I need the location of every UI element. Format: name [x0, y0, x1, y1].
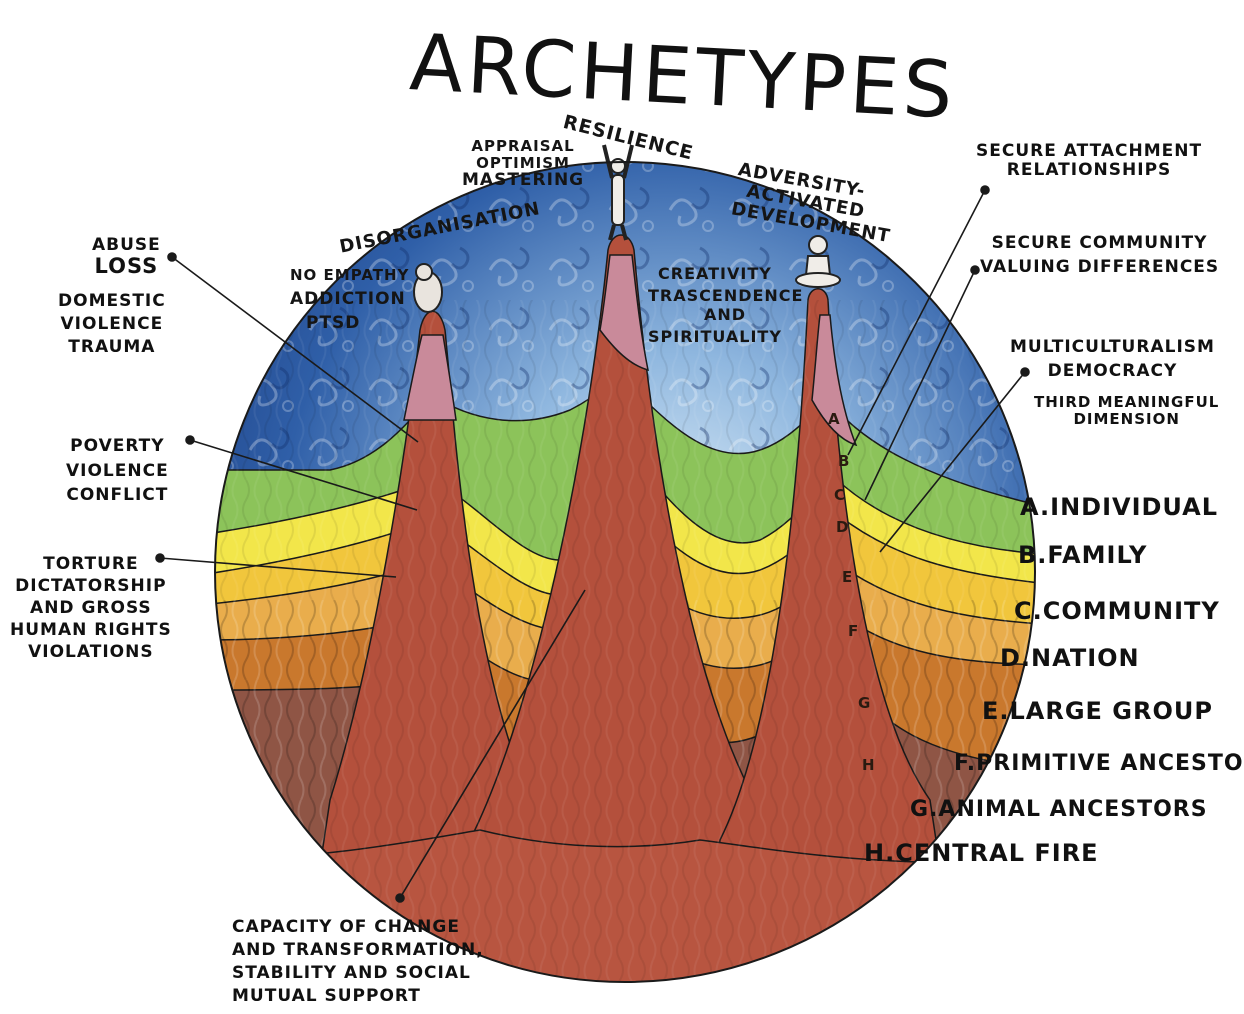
appraisal-label: APPRAISAL OPTIMISM MASTERING [462, 138, 584, 190]
secure-attachment-line-1: SECURE ATTACHMENT [976, 142, 1202, 161]
left-peak-label: NO EMPATHY ADDICTION PTSD [290, 267, 409, 333]
layer-letter-d: D [836, 518, 848, 536]
leader-abuse-dot [168, 253, 176, 261]
layer-letter-c: C [834, 486, 845, 504]
right-peak-line-3: AND [648, 304, 803, 324]
key-animal-ancestors: G.ANIMAL ANCESTORS [910, 798, 1208, 822]
domestic-violence-label: DOMESTIC VIOLENCE TRAUMA [58, 290, 166, 359]
poverty-line-2: VIOLENCE [66, 459, 169, 484]
leader-poverty-dot [186, 436, 194, 444]
domestic-line-3: TRAUMA [58, 336, 166, 359]
torture-line-2: DICTATORSHIP [10, 575, 172, 597]
multiculturalism-label: MULTICULTURALISM DEMOCRACY [1010, 336, 1215, 384]
multiculturalism-line-2: DEMOCRACY [1010, 360, 1215, 384]
torture-line-5: VIOLATIONS [10, 641, 172, 663]
right-peak-label: CREATIVITY TRASCENDENCE AND SPIRITUALITY [648, 265, 803, 345]
layer-letter-h: H [862, 756, 875, 774]
poverty-label: POVERTY VIOLENCE CONFLICT [66, 434, 169, 508]
key-individual: A.INDIVIDUAL [1020, 494, 1218, 520]
secure-attachment-label: SECURE ATTACHMENT RELATIONSHIPS [976, 142, 1202, 179]
abuse-loss-label: ABUSE LOSS [92, 236, 161, 278]
right-peak-line-1: CREATIVITY [648, 265, 803, 283]
left-peak-line-2: ADDICTION [290, 284, 409, 309]
left-peak-line-3: PTSD [290, 308, 409, 333]
capacity-line-4: MUTUAL SUPPORT [232, 985, 484, 1008]
third-dimension-label: THIRD MEANINGFUL DIMENSION [1034, 394, 1219, 427]
layer-letter-b: B [838, 452, 849, 470]
capacity-line-3: STABILITY AND SOCIAL [232, 962, 484, 985]
right-peak-line-2: TRASCENDENCE [648, 283, 803, 305]
layer-letter-g: G [858, 694, 870, 712]
key-large-group: E.LARGE GROUP [982, 698, 1213, 724]
secure-attachment-line-2: RELATIONSHIPS [976, 161, 1202, 180]
torture-line-1: TORTURE [10, 553, 172, 575]
appraisal-line-1: APPRAISAL [462, 138, 584, 155]
appraisal-line-3: MASTERING [462, 171, 584, 190]
key-nation: D.NATION [1000, 645, 1140, 671]
third-line-1: THIRD MEANINGFUL [1034, 394, 1219, 411]
leader-secure-attachment-dot [981, 186, 989, 194]
torture-label: TORTURE DICTATORSHIP AND GROSS HUMAN RIG… [10, 553, 172, 663]
secure-community-line-1: SECURE COMMUNITY [980, 232, 1219, 256]
third-line-2: DIMENSION [1034, 411, 1219, 428]
torture-line-3: AND GROSS [10, 597, 172, 619]
multiculturalism-line-1: MULTICULTURALISM [1010, 336, 1215, 360]
right-peak-line-4: SPIRITUALITY [648, 324, 803, 346]
secure-community-label: SECURE COMMUNITY VALUING DIFFERENCES [980, 232, 1219, 280]
secure-community-line-2: VALUING DIFFERENCES [980, 256, 1219, 280]
peak-grain [200, 300, 1060, 1000]
abuse-line-1: ABUSE [92, 236, 161, 255]
appraisal-line-2: OPTIMISM [462, 155, 584, 172]
torture-line-4: HUMAN RIGHTS [10, 619, 172, 641]
poverty-line-3: CONFLICT [66, 483, 169, 508]
leader-capacity-dot [396, 894, 404, 902]
capacity-line-2: AND TRANSFORMATION, [232, 939, 484, 962]
key-community: C.COMMUNITY [1014, 598, 1220, 624]
layer-letter-a: A [828, 410, 840, 428]
capacity-line-1: CAPACITY OF CHANGE [232, 916, 484, 939]
abuse-line-2: LOSS [92, 255, 161, 278]
layer-letter-e: E [842, 568, 852, 586]
domestic-line-1: DOMESTIC [58, 290, 166, 313]
layer-letter-f: F [848, 622, 858, 640]
key-central-fire: H.CENTRAL FIRE [864, 840, 1099, 866]
poverty-line-1: POVERTY [66, 434, 169, 459]
domestic-line-2: VIOLENCE [58, 313, 166, 336]
capacity-of-change-label: CAPACITY OF CHANGE AND TRANSFORMATION, S… [232, 916, 484, 1008]
leader-secure-community-dot [971, 266, 979, 274]
key-family: B.FAMILY [1018, 542, 1147, 568]
left-peak-line-1: NO EMPATHY [290, 267, 409, 284]
key-primitive-ancestors: F.PRIMITIVE ANCESTORS [954, 752, 1244, 776]
